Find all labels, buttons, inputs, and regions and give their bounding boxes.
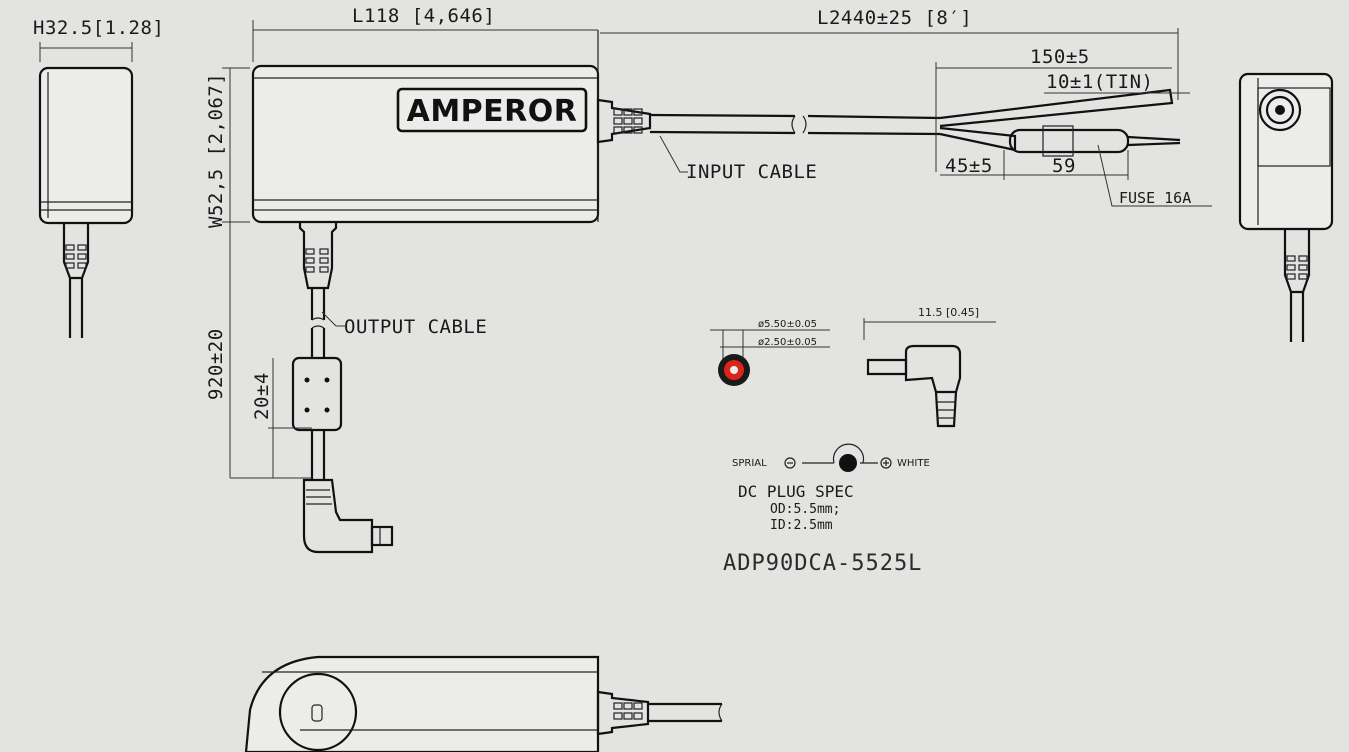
plug-spec-od: OD:5.5mm; [770, 502, 840, 517]
polarity-negative-label: SPRIAL [732, 458, 767, 469]
length-dimension: L118 [4,646] [352, 5, 495, 27]
input-cable-length: L2440±25 [8′] [817, 7, 972, 29]
brand-logo-frame [396, 87, 588, 133]
plug-length: 11.5 [0.45] [918, 306, 979, 319]
polarity-positive-label: WHITE [897, 458, 930, 469]
front-view-right [1238, 72, 1334, 342]
ferrite-length: 20±4 [251, 372, 273, 420]
fuse-callout: FUSE 16A [1119, 189, 1191, 207]
lead-length: 150±5 [1030, 46, 1090, 68]
top-view-adapter: L118 [4,646] W52,5 [2,067] AMPEROR [205, 5, 1212, 554]
plug-spec-id: ID:2.5mm [770, 518, 833, 533]
outer-diameter: ø5.50±0.05 [758, 319, 817, 330]
side-view-left: H32.5[1.28] [33, 17, 164, 338]
fuse-offset: 45±5 [945, 155, 993, 177]
side-view-bottom [244, 655, 723, 752]
fuse-length: 59 [1052, 155, 1076, 177]
model-number: ADP90DCA-5525L [723, 551, 922, 576]
input-cable-callout: INPUT CABLE [686, 161, 817, 183]
width-dimension: W52,5 [2,067] [205, 73, 227, 228]
brand-logo: AMPEROR [407, 94, 578, 129]
plug-spec-title: DC PLUG SPEC [738, 482, 854, 501]
dc-plug-detail: ø5.50±0.05 ø2.50±0.05 11.5 [0.45] SPRIAL… [710, 306, 996, 576]
output-cable-callout: OUTPUT CABLE [344, 316, 487, 338]
tin-length: 10±1(TIN) [1046, 71, 1153, 93]
inner-diameter: ø2.50±0.05 [758, 337, 817, 348]
output-cable-length: 920±20 [205, 328, 227, 400]
height-dimension: H32.5[1.28] [33, 17, 164, 39]
